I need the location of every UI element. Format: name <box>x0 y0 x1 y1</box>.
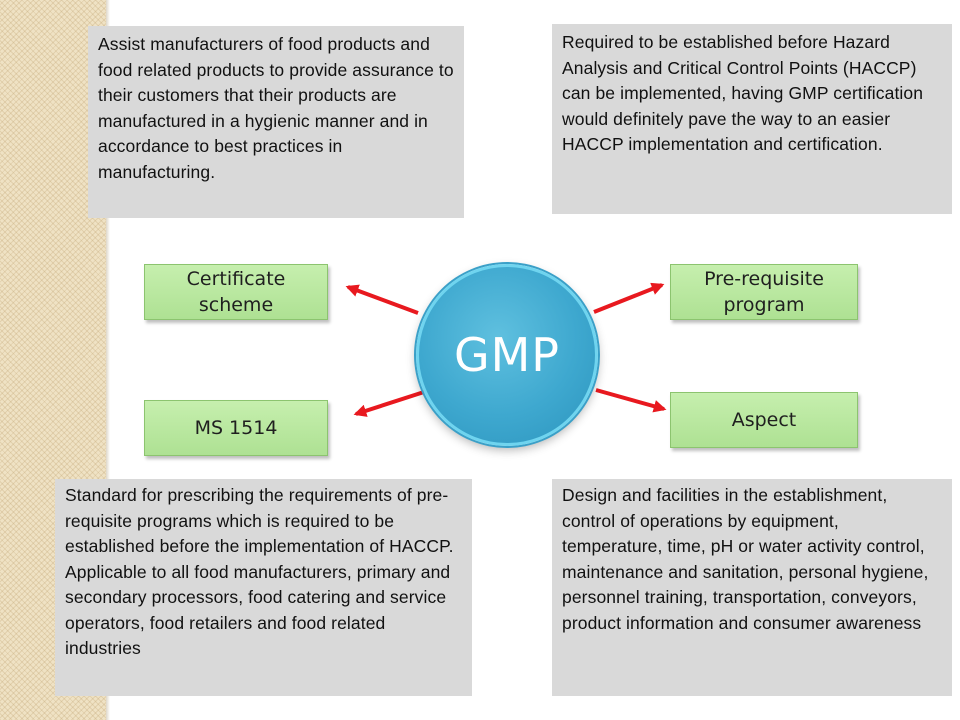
gmp-center-circle: GMP <box>416 264 598 446</box>
arrow-to-aspect <box>595 388 667 413</box>
node-pre-requisite-program: Pre-requisite program <box>670 264 858 320</box>
note-ms1514: Standard for prescribing the requirement… <box>55 479 472 696</box>
note-aspect: Design and facilities in the establishme… <box>552 479 952 696</box>
node-aspect-label: Aspect <box>731 409 797 431</box>
gmp-center-label: GMP <box>453 328 561 382</box>
note-certificate-scheme: Assist manufacturers of food products an… <box>88 26 464 218</box>
node-pre-requisite-program-label: Pre-requisite program <box>704 268 824 316</box>
node-ms1514: MS 1514 <box>144 400 328 456</box>
arrow-to-ms1514 <box>353 390 425 417</box>
side-pattern-edge <box>106 0 110 720</box>
node-certificate-scheme-label: Certificate scheme <box>186 268 286 316</box>
node-ms1514-label: MS 1514 <box>194 417 278 439</box>
node-certificate-scheme: Certificate scheme <box>144 264 328 320</box>
arrow-to-pre-requisite-program <box>593 282 665 314</box>
node-aspect: Aspect <box>670 392 858 448</box>
arrow-to-certificate-scheme <box>345 284 419 315</box>
note-pre-requisite-program: Required to be established before Hazard… <box>552 24 952 214</box>
